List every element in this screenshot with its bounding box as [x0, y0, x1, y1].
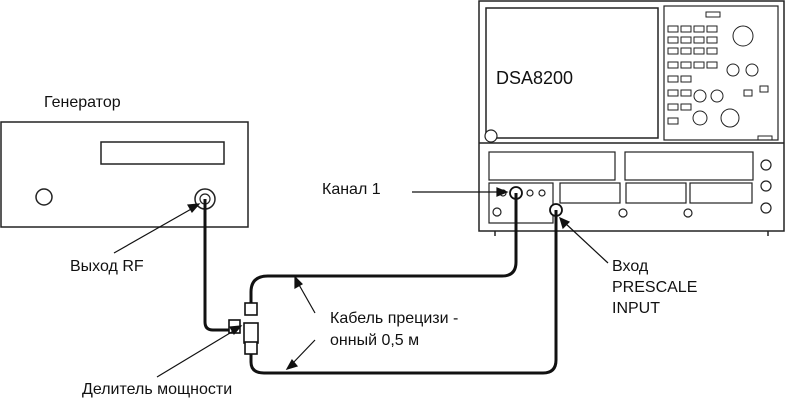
oscilloscope-unit [478, 0, 785, 236]
cable-label-line2: онный 0,5 м [330, 332, 420, 349]
prescale-label-line1: Вход [612, 258, 649, 275]
cables [203, 193, 558, 375]
cable-label-line1: Кабель прецизи - [330, 310, 459, 327]
generator-display [100, 141, 225, 165]
pointer-arrows [113, 187, 609, 378]
splitter-label: Делитель мощности [82, 381, 233, 398]
generator-unit [0, 121, 249, 228]
channel-module [488, 182, 554, 224]
scope-screen [485, 7, 659, 139]
scope-model-label: DSA8200 [496, 68, 574, 88]
channel1-label: Канал 1 [322, 181, 381, 198]
prescale-label-line2: PRESCALE [612, 279, 698, 296]
prescale-label-line3: INPUT [612, 300, 660, 317]
generator-knob [35, 188, 53, 206]
rf-output-label: Выход RF [70, 258, 144, 275]
generator-label: Генератор [44, 94, 121, 111]
